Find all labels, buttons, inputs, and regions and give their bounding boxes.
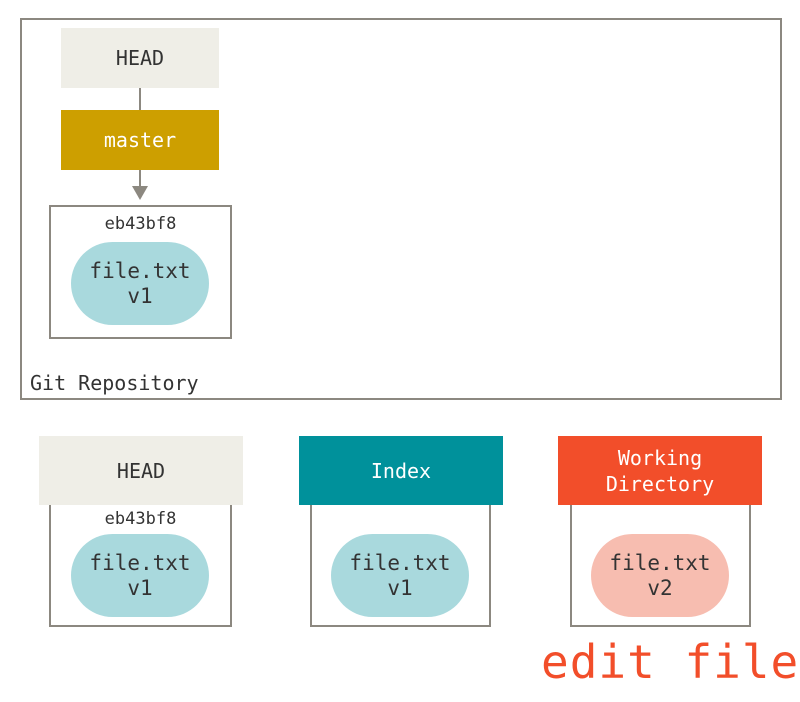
head-tree-hash: eb43bf8 xyxy=(104,509,177,529)
repo-commit-blob: file.txt v1 xyxy=(71,242,209,325)
working-directory-label-line2: Directory xyxy=(605,471,715,496)
head-blob-version: v1 xyxy=(127,575,153,600)
repo-blob-filename: file.txt xyxy=(89,258,191,283)
repo-commit-hash: eb43bf8 xyxy=(104,214,177,234)
branch-to-commit-arrowhead xyxy=(132,186,148,200)
working-directory-blob: file.txt v2 xyxy=(591,534,729,617)
index-tree-blob: file.txt v1 xyxy=(331,534,469,617)
branch-to-commit-connector xyxy=(139,170,141,186)
working-directory-tree-header: Working Directory xyxy=(558,436,762,505)
master-branch-label: master xyxy=(61,110,219,170)
head-blob-filename: file.txt xyxy=(89,550,191,575)
index-tree-header: Index xyxy=(299,436,503,505)
index-blob-version: v1 xyxy=(387,575,413,600)
head-tree-header: HEAD xyxy=(39,436,243,505)
edit-file-action-label: edit file xyxy=(541,635,800,689)
head-to-branch-connector xyxy=(139,88,141,110)
head-tree-blob: file.txt v1 xyxy=(71,534,209,617)
working-directory-blob-version: v2 xyxy=(647,575,673,600)
repo-blob-version: v1 xyxy=(127,283,153,308)
git-repository-label: Git Repository xyxy=(30,371,199,395)
repo-head-pointer: HEAD xyxy=(61,28,219,88)
index-blob-filename: file.txt xyxy=(349,550,451,575)
working-directory-blob-filename: file.txt xyxy=(609,550,711,575)
working-directory-label-line1: Working xyxy=(617,445,703,470)
git-repository-frame xyxy=(20,18,782,400)
